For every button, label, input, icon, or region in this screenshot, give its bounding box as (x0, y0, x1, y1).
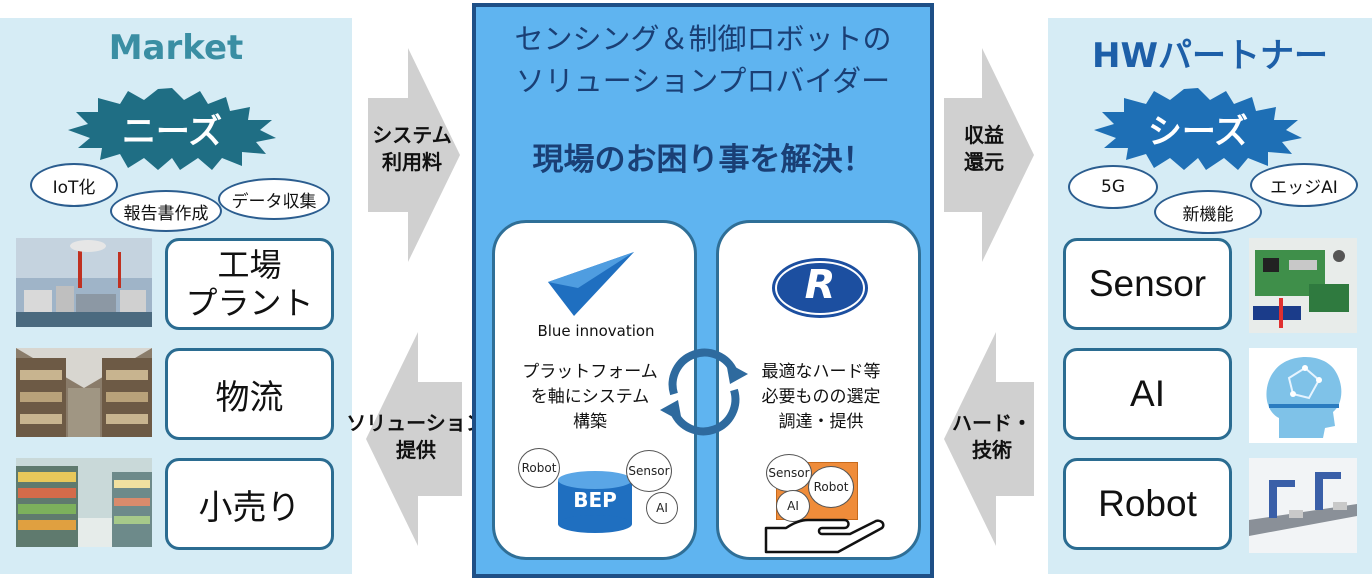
box-logistics: 物流 (165, 348, 334, 440)
arrow-solution-line1: ソリューション (346, 411, 486, 435)
center-headline: 現場のお困り事を解決！ (532, 142, 874, 178)
arrow-revenue (944, 48, 1034, 262)
box-ai-label: AI (1130, 373, 1165, 414)
box-robot: Robot (1063, 458, 1232, 550)
right-circle-sensor: Sensor (766, 454, 812, 492)
box-factory-line1: 工場 (217, 246, 282, 284)
seeds-label: シーズ (1147, 112, 1249, 152)
market-title: Market (108, 28, 244, 68)
r-logo-letter: R (804, 262, 836, 308)
center-title-line2: ソリューションプロバイダー (515, 64, 891, 98)
warehouse-photo (16, 348, 152, 437)
box-logistics-label: 物流 (215, 377, 284, 418)
box-retail-label: 小売り (198, 487, 301, 528)
left-circle-sensor: Sensor (626, 450, 672, 492)
bep-label: BEP (573, 488, 617, 512)
right-card-desc-line1: 最適なハード等 (761, 362, 881, 382)
sensor-board-photo (1249, 238, 1357, 333)
box-retail: 小売り (165, 458, 334, 550)
left-card-desc-line1: プラットフォーム (522, 362, 658, 382)
bubble-report: 報告書作成 (110, 190, 222, 232)
blue-innovation-logo-text: Blue innovation (537, 322, 655, 340)
arrow-hardware (944, 332, 1034, 546)
arrow-solution (366, 332, 462, 546)
arrow-hardware-label: ハード・ 技術 (944, 410, 1040, 464)
bubble-5g: 5G (1068, 165, 1158, 209)
seeds-burst (1094, 88, 1302, 170)
box-factory-line2: プラント (185, 284, 314, 322)
blue-innovation-logo-icon (548, 252, 634, 316)
box-factory-plant: 工場 プラント (165, 238, 334, 330)
needs-label: ニーズ (121, 112, 223, 152)
arrow-system-fee-label: システム 利用料 (360, 122, 464, 176)
arrow-solution-label: ソリューション 提供 (346, 410, 486, 464)
right-card-desc-line3: 調達・提供 (778, 412, 864, 432)
hand-icon (764, 518, 885, 554)
ai-head-photo (1249, 348, 1357, 443)
arrow-system-fee-line1: システム (372, 123, 452, 147)
arrow-revenue-line2: 還元 (964, 150, 1004, 174)
bubble-data-collection: データ収集 (218, 178, 330, 220)
r-logo-icon (772, 258, 868, 318)
left-circle-robot: Robot (518, 448, 560, 488)
exchange-cycle-icon (660, 348, 748, 436)
factory-photo (16, 238, 152, 327)
arrow-system-fee (368, 48, 460, 262)
needs-burst (68, 88, 276, 170)
left-card-desc-line3: 構築 (573, 412, 607, 432)
retail-photo (16, 458, 152, 547)
left-card-description: プラットフォーム を軸にシステム 構築 (510, 360, 670, 435)
center-title-line1: センシング＆制御ロボットの (514, 22, 892, 56)
left-circle-ai: AI (646, 492, 678, 524)
box-sensor: Sensor (1063, 238, 1232, 330)
arrow-revenue-label: 収益 還元 (942, 122, 1026, 176)
robot-line-photo (1249, 458, 1357, 553)
right-card-desc-line2: 必要ものの選定 (761, 387, 881, 407)
box-ai: AI (1063, 348, 1232, 440)
box-robot-label: Robot (1098, 483, 1197, 524)
left-card-desc-line2: を軸にシステム (530, 387, 650, 407)
right-card-description: 最適なハード等 必要ものの選定 調達・提供 (738, 360, 904, 435)
arrow-hardware-line1: ハード・ (952, 411, 1032, 435)
arrow-system-fee-line2: 利用料 (382, 150, 442, 174)
right-circle-robot: Robot (808, 466, 854, 508)
arrow-hardware-line2: 技術 (972, 438, 1012, 462)
arrow-revenue-line1: 収益 (964, 123, 1004, 147)
bubble-iot: IoT化 (30, 163, 118, 207)
bubble-new-function: 新機能 (1154, 190, 1262, 234)
box-sensor-label: Sensor (1088, 263, 1207, 304)
bep-database-icon (558, 471, 632, 533)
arrow-solution-line2: 提供 (396, 438, 436, 462)
right-circle-ai: AI (776, 490, 810, 522)
hw-partner-title: HWパートナー (1092, 36, 1328, 76)
bubble-edge-ai: エッジAI (1250, 163, 1358, 207)
